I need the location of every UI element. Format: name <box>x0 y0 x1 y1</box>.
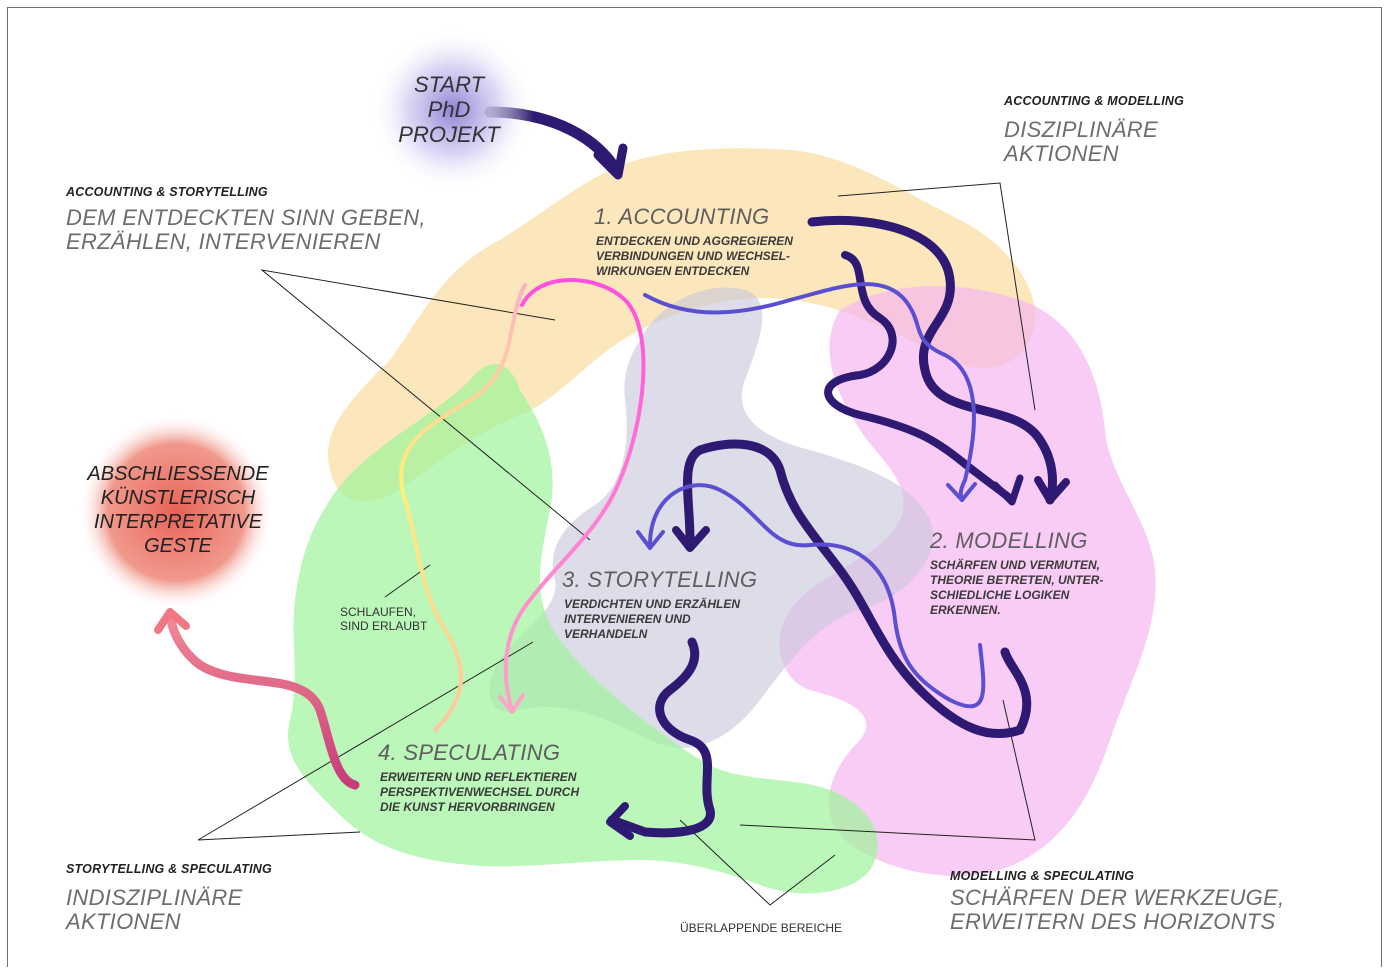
stage-accounting-title: 1. ACCOUNTING <box>594 204 770 229</box>
pair-am-line1: DISZIPLINÄRE <box>1004 117 1158 142</box>
pair-storytelling-speculating-heading: STORYTELLING & SPECULATING <box>66 862 272 876</box>
pair-accounting-storytelling-heading: ACCOUNTING & STORYTELLING <box>66 185 268 199</box>
stage-accounting-line3: WIRKUNGEN ENTDECKEN <box>596 264 750 278</box>
final-line3: INTERPRETATIVE <box>93 511 263 533</box>
final-gesture-circle <box>78 414 274 610</box>
final-line4: GESTE <box>144 535 212 557</box>
blue-arrow-storytelling <box>648 483 986 709</box>
pair-as-line1: DEM ENTDECKTEN SINN GEBEN, <box>66 205 426 230</box>
stage-speculating-line3: DIE KUNST HERVORBRINGEN <box>380 800 555 814</box>
blue-arrow-accounting <box>643 282 976 502</box>
stage-modelling-line3: SCHIEDLICHE LOGIKEN <box>930 588 1070 602</box>
pink-loop-arrow <box>503 278 646 712</box>
overlap-note: ÜBERLAPPENDE BEREICHE <box>680 921 843 935</box>
stage-speculating-desc: ERWEITERN UND REFLEKTIEREN PERSPEKTIVENW… <box>380 770 579 815</box>
pair-ms-line1: SCHÄRFEN DER WERKZEUGE, <box>950 885 1285 910</box>
pair-accounting-modelling-text: DISZIPLINÄRE AKTIONEN <box>1004 118 1158 166</box>
stage-accounting-line1: ENTDECKEN UND AGGREGIEREN <box>596 234 793 248</box>
speculating-area <box>288 363 878 894</box>
pair-accounting-storytelling-text: DEM ENTDECKTEN SINN GEBEN, ERZÄHLEN, INT… <box>66 206 426 254</box>
stage-accounting-line2: VERBINDUNGEN UND WECHSEL- <box>596 249 791 263</box>
pair-modelling-speculating-heading: MODELLING & SPECULATING <box>950 869 1135 883</box>
dark-arrow-storytelling-loop <box>683 439 1032 739</box>
stage-modelling-line2: THEORIE BETRETEN, UNTER- <box>930 573 1104 587</box>
stage-modelling-title: 2. MODELLING <box>930 528 1088 553</box>
dark-arrow-storytelling-speculating <box>607 637 715 838</box>
stage-storytelling-line1: VERDICHTEN UND ERZÄHLEN <box>564 597 741 611</box>
dark-arrow-accounting-modelling-2 <box>824 251 1016 504</box>
stage-speculating-line1: ERWEITERN UND REFLEKTIEREN <box>380 770 577 784</box>
yellow-loop-line <box>399 283 527 732</box>
stage-speculating-line2: PERSPEKTIVENWECHSEL DURCH <box>380 785 580 799</box>
pair-ss-line2: AKTIONEN <box>66 909 181 934</box>
arrow-to-final-gesture <box>165 610 360 790</box>
start-glow <box>371 28 535 192</box>
modelling-area <box>779 286 1156 876</box>
final-gesture-label: ABSCHLIESSENDE KÜNSTLERISCH INTERPRETATI… <box>60 462 296 558</box>
pair-accounting-modelling-heading: ACCOUNTING & MODELLING <box>1004 94 1185 108</box>
stage-modelling-desc: SCHÄRFEN UND VERMUTEN, THEORIE BETRETEN,… <box>930 558 1103 618</box>
loops-note-line1: SCHLAUFEN, <box>340 605 417 619</box>
start-label: START PhD PROJEKT <box>384 72 514 147</box>
storytelling-area <box>489 287 933 748</box>
stage-storytelling-line3: VERHANDELN <box>564 627 648 641</box>
pair-am-line2: AKTIONEN <box>1004 141 1119 166</box>
stage-speculating-title: 4. SPECULATING <box>378 740 561 765</box>
stage-storytelling-line2: INTERVENIEREN UND <box>564 612 691 626</box>
stage-modelling-line1: SCHÄRFEN UND VERMUTEN, <box>930 558 1101 572</box>
pair-modelling-speculating-text: SCHÄRFEN DER WERKZEUGE, ERWEITERN DES HO… <box>950 886 1284 934</box>
start-line2: PhD <box>427 97 471 122</box>
start-line3: PROJEKT <box>398 122 500 147</box>
pair-ms-line2: ERWEITERN DES HORIZONTS <box>950 909 1276 934</box>
stage-storytelling-desc: VERDICHTEN UND ERZÄHLEN INTERVENIEREN UN… <box>564 597 740 642</box>
pair-as-line2: ERZÄHLEN, INTERVENIEREN <box>66 229 381 254</box>
loops-note-line2: SIND ERLAUBT <box>340 619 428 633</box>
start-line1: START <box>413 72 485 97</box>
start-arrow <box>484 106 621 174</box>
dark-arrow-accounting-modelling <box>807 215 1057 505</box>
stage-storytelling-title: 3. STORYTELLING <box>562 567 758 592</box>
pair-storytelling-speculating-text: INDISZIPLINÄRE AKTIONEN <box>66 886 243 934</box>
frame-border <box>7 7 1382 967</box>
final-line2: KÜNSTLERISCH <box>100 487 256 509</box>
stage-modelling-line4: ERKENNEN. <box>930 603 1001 617</box>
loops-note: SCHLAUFEN, SIND ERLAUBT <box>340 605 427 633</box>
stage-accounting-desc: ENTDECKEN UND AGGREGIEREN VERBINDUNGEN U… <box>596 234 793 279</box>
pair-ss-line1: INDISZIPLINÄRE <box>66 885 243 910</box>
final-line1: ABSCHLIESSENDE <box>87 463 269 485</box>
